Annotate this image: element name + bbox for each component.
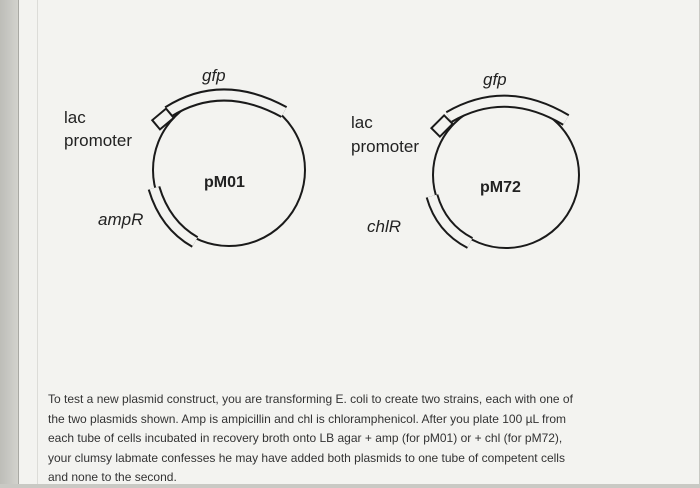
pm01-promoter-label-line1: lac bbox=[64, 108, 86, 127]
question-line: and none to the second. bbox=[48, 470, 177, 484]
pm72-gfp-label: gfp bbox=[483, 70, 507, 89]
page bbox=[18, 0, 699, 484]
pm01-resistance-label: ampR bbox=[98, 210, 144, 229]
plasmid-pm01 bbox=[147, 88, 306, 248]
plasmid-pm72 bbox=[425, 94, 580, 249]
question-line: each tube of cells incubated in recovery… bbox=[48, 431, 563, 445]
plasmid-pm72-promoter-box bbox=[429, 113, 455, 139]
background-edge bbox=[0, 0, 18, 484]
pm72-promoter-label-line2: promoter bbox=[351, 137, 420, 156]
question-line: To test a new plasmid construct, you are… bbox=[48, 392, 573, 406]
pm01-promoter-label-line2: promoter bbox=[64, 131, 133, 150]
question-text: To test a new plasmid construct, you are… bbox=[48, 390, 648, 488]
pm01-gfp-label: gfp bbox=[202, 66, 226, 85]
plasmid-pm01-promoter-box bbox=[150, 107, 176, 131]
pm72-resistance-label: chlR bbox=[367, 217, 402, 236]
pm72-promoter-label-line1: lac bbox=[351, 113, 373, 132]
question-line: your clumsy labmate confesses he may hav… bbox=[48, 450, 565, 465]
pm01-name-label: pM01 bbox=[204, 174, 245, 191]
pm72-name-label: pM72 bbox=[480, 179, 521, 196]
question-line: the two plasmids shown. Amp is ampicilli… bbox=[48, 411, 567, 426]
